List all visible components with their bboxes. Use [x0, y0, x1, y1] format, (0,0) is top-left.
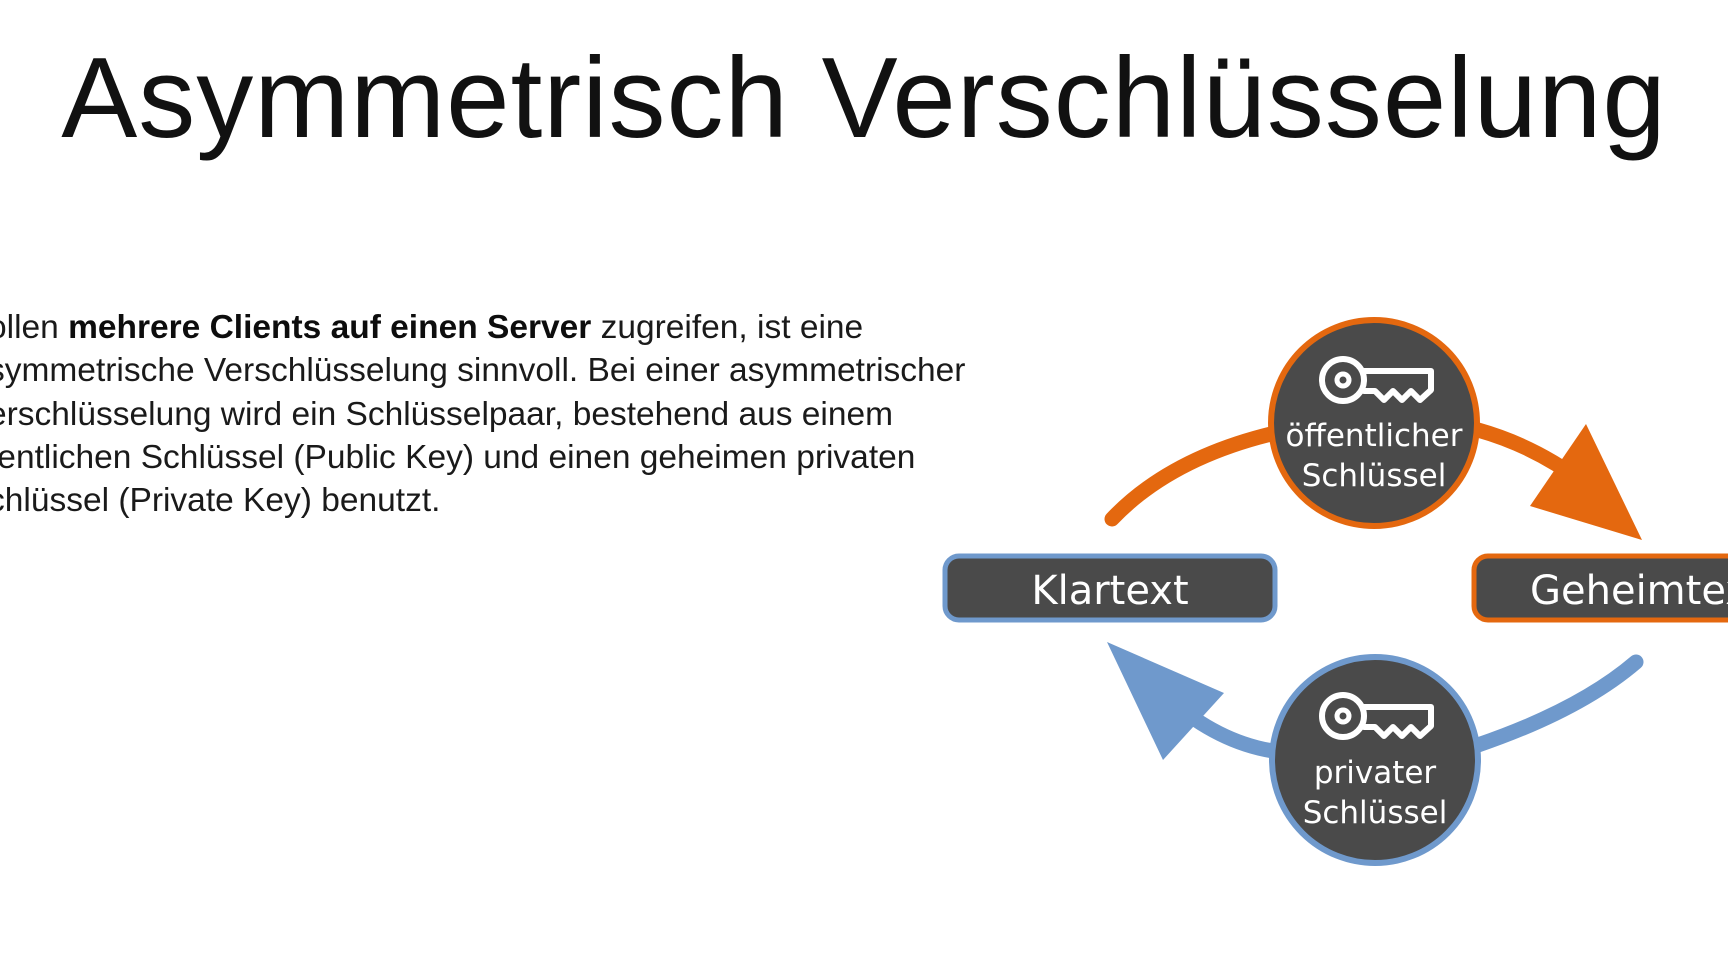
body-line-1-start: ollen [0, 309, 59, 346]
public-key-label-line-1: öffentlicher [1286, 418, 1463, 454]
decrypt-arc-right [1470, 654, 1644, 753]
plaintext-box: Klartext [942, 553, 1278, 623]
ciphertext-label: Geheimtext [1530, 568, 1728, 614]
public-key-label-line-2: Schlüssel [1302, 458, 1447, 494]
encrypt-arc-left [1104, 425, 1283, 527]
ciphertext-box: Geheimtext [1471, 553, 1728, 623]
body-line-5: chlüssel (Private Key) benutzt. [0, 482, 441, 520]
body-line-3: erschlüsselung wird ein Schlüsselpaar, b… [0, 395, 894, 433]
private-key-node: privater Schlüssel [1269, 654, 1481, 866]
body-line-2: symmetrische Verschlüsselung sinnvoll. B… [0, 352, 966, 390]
private-key-label-line-1: privater [1314, 755, 1437, 791]
key-icon [1319, 356, 1434, 404]
private-key-label-line-2: Schlüssel [1303, 795, 1448, 831]
body-line-1: ollen mehrere Clients auf einen Server z… [0, 306, 1048, 349]
body-line-1-bold: mehrere Clients auf einen Server [68, 309, 592, 346]
decrypt-arrow-head [1107, 642, 1224, 760]
encrypt-arrow-head [1530, 424, 1642, 540]
body-paragraph: ollen mehrere Clients auf einen Server z… [0, 306, 1048, 522]
body-line-4: fentlichen Schlüssel (Public Key) und ei… [0, 438, 916, 476]
body-line-1-end: zugreifen, ist eine [591, 309, 864, 346]
slide-title: Asymmetrisch Verschlüsselung [61, 35, 1667, 162]
public-key-node: öffentlicher Schlüssel [1268, 317, 1480, 529]
key-icon [1319, 692, 1434, 740]
plaintext-label: Klartext [1031, 568, 1188, 614]
